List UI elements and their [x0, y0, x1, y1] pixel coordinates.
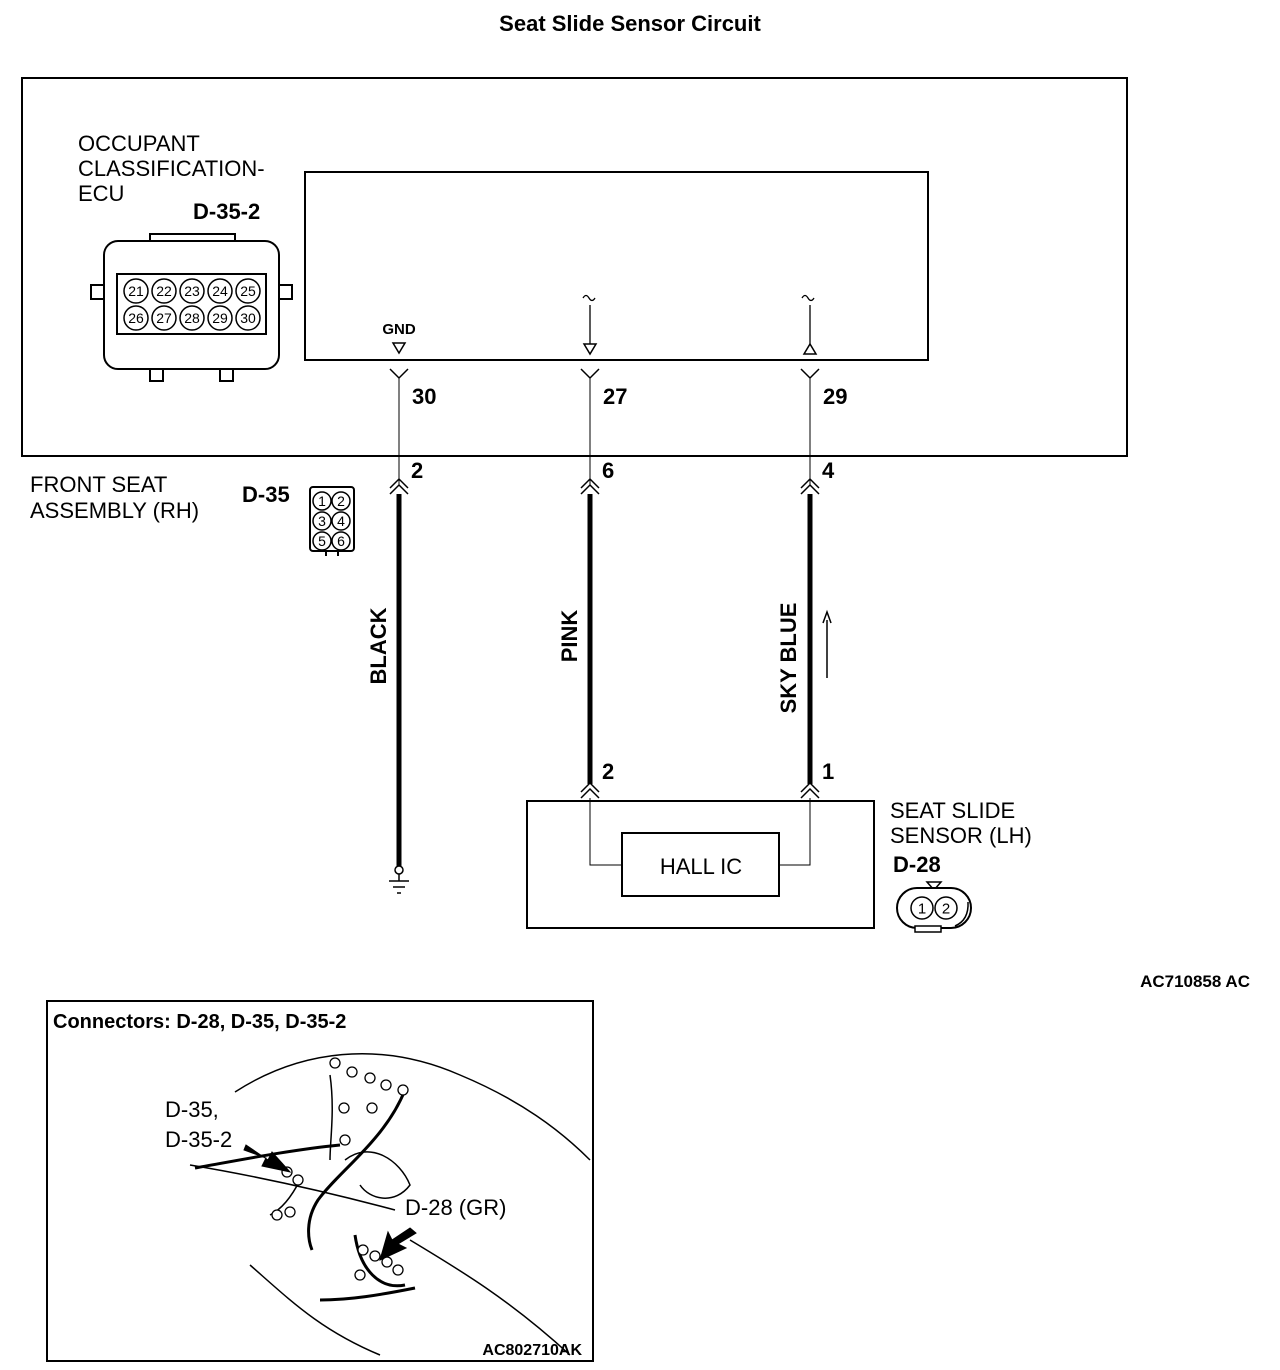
connector-pin-label: 6: [337, 533, 345, 549]
input-triangle-icon: [582, 343, 598, 356]
harness-illustration: [189, 1053, 591, 1356]
connector-pin-label: 26: [128, 310, 144, 326]
sensor-terminal-1: [800, 781, 820, 799]
connector-pin-label: 23: [184, 283, 200, 299]
ecu-connector-d-35-2: 21 22 23 24 25 26 27 28 29 30: [90, 233, 293, 382]
connector-pin: [312, 511, 332, 531]
svg-text:SENSOR (LH): SENSOR (LH): [890, 823, 1032, 848]
connector-pin: [331, 531, 351, 551]
seat-terminal-6-label: 6: [602, 458, 614, 483]
sensor-terminal-2: [580, 781, 600, 799]
connector-pin-label: 22: [156, 283, 172, 299]
wire-label-black: BLACK: [366, 607, 391, 684]
connector-pin: [123, 278, 149, 304]
connector-location-inset: Connectors: D-28, D-35, D-35-2 D-35, D-3…: [46, 1000, 594, 1362]
arrow-up-icon: [822, 609, 832, 624]
sensor-connector-id: D-28: [893, 852, 941, 877]
seat-terminal-2-label: 2: [411, 458, 423, 483]
inset-figure-reference: AC802710AK: [482, 1342, 582, 1359]
connector-pin-label: 1: [918, 900, 926, 917]
connector-pin: [179, 278, 205, 304]
sensor-internal-wire-left: [589, 798, 622, 866]
connector-pin: [312, 491, 332, 511]
figure-reference: AC710858 AC: [1140, 972, 1250, 991]
ecu-terminal-27-label: 27: [603, 384, 627, 409]
gnd-terminal-triangle-icon: [391, 342, 407, 355]
connector-pin-label: 4: [337, 513, 345, 529]
gnd-label: GND: [382, 321, 416, 338]
diagram-title: Seat Slide Sensor Circuit: [499, 11, 761, 36]
connector-pin-label: 25: [240, 283, 256, 299]
ecu-terminal-27: [580, 368, 600, 380]
seat-terminal-2: [389, 477, 409, 495]
ecu-terminal-30-label: 30: [412, 384, 436, 409]
wire-label-pink: PINK: [557, 610, 582, 663]
callout-arrow-icon: [243, 1144, 292, 1173]
connector-pin-label: 1: [318, 493, 326, 509]
ecu-terminal-30: [389, 368, 409, 380]
connector-pin: [151, 305, 177, 331]
front-seat-connector-id: D-35: [242, 482, 290, 507]
svg-text:CLASSIFICATION-: CLASSIFICATION-: [78, 156, 265, 181]
connector-pin-label: 2: [942, 900, 950, 917]
hall-ic-box: [621, 832, 780, 897]
connector-pin: [934, 896, 958, 920]
connector-pin: [312, 531, 332, 551]
output-triangle-icon: [802, 342, 818, 355]
ecu-connector-id: D-35-2: [193, 199, 260, 224]
callout-arrow-icon: [379, 1227, 417, 1261]
inset-callout-d28: D-28 (GR): [405, 1195, 506, 1220]
ground-icon: [389, 865, 409, 894]
connector-pin-label: 27: [156, 310, 172, 326]
inset-callout-d35: D-35,: [165, 1097, 219, 1122]
connector-pin: [910, 896, 934, 920]
ecu-terminal-29-label: 29: [823, 384, 847, 409]
inset-title: Connectors: D-28, D-35, D-35-2: [53, 1011, 346, 1033]
connector-pin-label: 21: [128, 283, 144, 299]
connector-pin: [235, 305, 261, 331]
svg-text:FRONT SEAT: FRONT SEAT: [30, 472, 167, 497]
signal-tilde-icon: [801, 294, 815, 302]
connector-pin: [179, 305, 205, 331]
connector-pin: [331, 511, 351, 531]
connector-pin: [235, 278, 261, 304]
seat-terminal-4: [800, 477, 820, 495]
wire-label-sky-blue: SKY BLUE: [776, 603, 801, 714]
ecu-terminal-29: [800, 368, 820, 380]
inset-callout-d35-2: D-35-2: [165, 1127, 232, 1152]
connector-pin-label: 28: [184, 310, 200, 326]
connector-pin-label: 30: [240, 310, 256, 326]
ecu-outer-box: [21, 77, 1128, 457]
connector-pin-label: 2: [337, 493, 345, 509]
svg-text:SEAT SLIDE: SEAT SLIDE: [890, 798, 1015, 823]
sensor-internal-wire-right: [779, 798, 811, 866]
signal-tilde-icon: [582, 294, 596, 302]
connector-pin-label: 29: [212, 310, 228, 326]
ecu-name: OCCUPANT CLASSIFICATION- ECU: [78, 131, 265, 206]
connector-pin-label: 24: [212, 283, 228, 299]
sensor-terminal-2-label: 2: [602, 759, 614, 784]
connector-pin: [331, 491, 351, 511]
connector-pin: [207, 278, 233, 304]
svg-text:ASSEMBLY (RH): ASSEMBLY (RH): [30, 498, 199, 523]
seat-terminal-6: [580, 477, 600, 495]
hall-ic-label: HALL IC: [660, 854, 742, 879]
svg-text:OCCUPANT: OCCUPANT: [78, 131, 200, 156]
connector-pin-label: 5: [318, 533, 326, 549]
connector-pin: [207, 305, 233, 331]
connector-pin-label: 3: [318, 513, 326, 529]
sensor-terminal-1-label: 1: [822, 759, 834, 784]
front-seat-name: FRONT SEAT ASSEMBLY (RH): [30, 472, 199, 523]
sensor-outer-box: [526, 800, 875, 929]
connector-pin: [151, 278, 177, 304]
connector-blobs: [271, 1057, 409, 1281]
svg-text:ECU: ECU: [78, 181, 124, 206]
sensor-name: SEAT SLIDE SENSOR (LH): [890, 798, 1032, 848]
connector-pin: [123, 305, 149, 331]
seat-terminal-4-label: 4: [822, 458, 835, 483]
ecu-inner-box: [304, 171, 929, 361]
